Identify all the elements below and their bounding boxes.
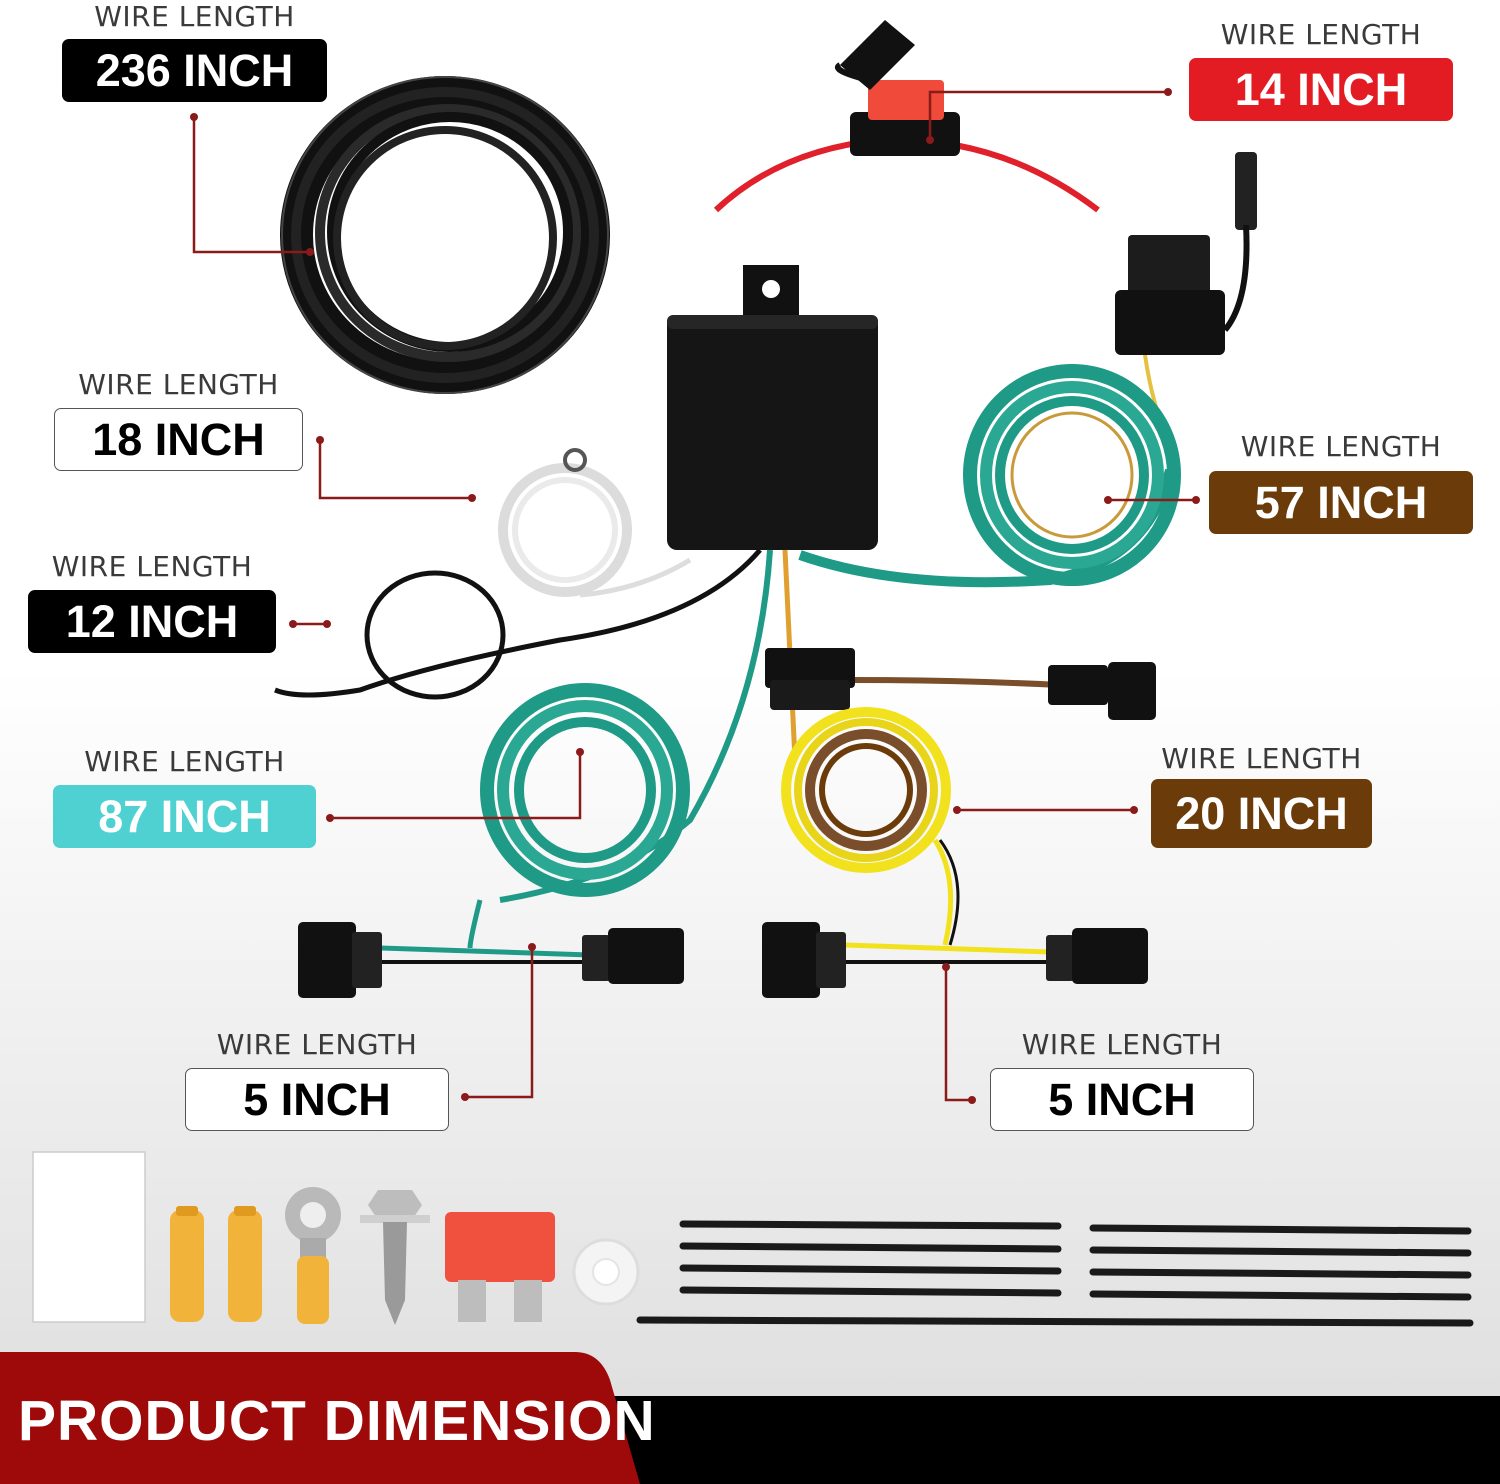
butt-connector-icon	[170, 1206, 262, 1322]
wire-coil-icon	[963, 364, 1181, 586]
grommet-icon	[572, 1238, 640, 1306]
inline-fuse-icon	[713, 20, 1100, 213]
leader-lines	[192, 90, 1196, 1102]
wire-length-caption: WIRE LENGTH	[94, 0, 295, 33]
wire-coil-icon	[480, 683, 690, 897]
blade-fuse-icon	[445, 1212, 555, 1322]
wire-length-caption: WIRE LENGTH	[1220, 18, 1422, 51]
wire-length-caption: WIRE LENGTH	[1240, 430, 1442, 463]
wire-length-badge-20: 20 INCH	[1151, 779, 1372, 848]
alcohol-pad-icon	[32, 1151, 146, 1323]
leader-dots	[190, 88, 1200, 1104]
wire-length-caption: WIRE LENGTH	[1161, 742, 1362, 775]
ring-terminal-icon	[285, 1187, 341, 1324]
connector-plug-icon	[765, 648, 1156, 720]
wire-length-badge-87: 87 INCH	[53, 785, 316, 848]
connector-plug-icon	[298, 922, 684, 998]
banner-title: PRODUCT DIMENSION	[18, 1389, 656, 1453]
wire-length-badge-236: 236 INCH	[62, 39, 327, 102]
self-tap-screw-icon	[360, 1190, 430, 1325]
wire-coil-icon	[280, 76, 610, 394]
wire-length-caption: WIRE LENGTH	[84, 745, 285, 778]
zip-tie-icon	[636, 1220, 1474, 1327]
connector-plug-icon	[762, 922, 1148, 998]
wire-coil-icon	[781, 707, 951, 873]
wire-length-badge-18: 18 INCH	[54, 408, 303, 471]
wire-length-caption: WIRE LENGTH	[216, 1028, 418, 1061]
wire-length-badge-5-right: 5 INCH	[990, 1068, 1254, 1131]
wire-length-caption: WIRE LENGTH	[1021, 1028, 1223, 1061]
module-box-icon	[667, 265, 878, 550]
wire-length-badge-14: 14 INCH	[1189, 58, 1453, 121]
wire-length-badge-57: 57 INCH	[1209, 471, 1473, 534]
wire-length-caption: WIRE LENGTH	[51, 550, 253, 583]
wire-length-caption: WIRE LENGTH	[78, 368, 279, 401]
trailer-plug-icon	[1115, 152, 1257, 421]
wire-length-badge-5-left: 5 INCH	[185, 1068, 449, 1131]
wire-length-badge-12: 12 INCH	[28, 590, 276, 653]
